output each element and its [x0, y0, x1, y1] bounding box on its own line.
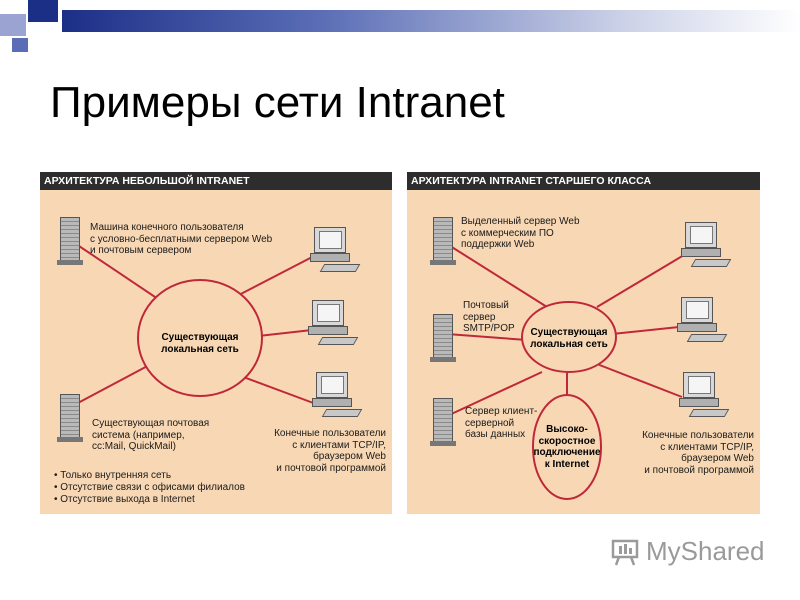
left-pc-icon-1 [308, 227, 361, 273]
link-bottom-server [75, 361, 156, 405]
left-hub-ellipse [137, 279, 263, 397]
left-network-lines [75, 243, 319, 405]
left-bottom-server-label: Существующая почтовая система (например,… [92, 418, 210, 452]
left-pc-icon-2 [306, 300, 359, 346]
bullet-item: • Отсутствие связи с офисами филиалов [54, 482, 245, 493]
logo-text: MyShared [646, 536, 765, 566]
internet-label: Высоко- скоростное подключение к Interne… [533, 424, 601, 470]
left-diagram-panel: АРХИТЕКТУРА НЕБОЛЬШОЙ INTRANET Существую… [40, 172, 392, 514]
title-bar-gradient [62, 10, 800, 32]
right-network-lines [446, 243, 690, 500]
link-pc-2 [611, 326, 680, 335]
left-web-server-icon [57, 217, 83, 265]
left-top-server-label: Машина конечного пользователя с условно-… [90, 222, 273, 256]
right-db-server-label: Сервер клиент- серверной базы данных [465, 406, 538, 440]
right-pc-icon-2 [675, 297, 728, 343]
left-users-label: Конечные пользователи с клиентами TCP/IP… [274, 428, 386, 474]
decor-square-small [12, 38, 28, 52]
right-mail-server-icon [430, 314, 456, 362]
right-pc-icon-3 [677, 372, 730, 418]
decor-square-light [0, 14, 26, 36]
link-pc-1 [234, 253, 319, 298]
link-mail-server [446, 333, 528, 341]
link-db-server [446, 371, 543, 417]
right-db-server-icon [430, 398, 456, 446]
decor-square-dark [28, 0, 58, 22]
right-panel-header: АРХИТЕКТУРА INTRANET СТАРШЕГО КЛАССА [407, 172, 760, 190]
right-web-server-label: Выделенный сервер Web с коммерческим ПО … [461, 216, 580, 250]
myshared-logo: MyShared [610, 536, 765, 567]
right-hub-ellipse [521, 301, 617, 373]
left-bullet-list: • Только внутренняя сеть • Отсутствие св… [54, 470, 245, 506]
link-web-server [446, 243, 548, 308]
internet-ellipse [532, 394, 602, 500]
link-top-server [75, 243, 171, 308]
right-users-label: Конечные пользователи с клиентами TCP/IP… [642, 430, 754, 476]
right-web-server-icon [430, 217, 456, 265]
link-pc-3 [596, 363, 683, 398]
bullet-item: • Отсутствие выхода в Internet [54, 494, 195, 505]
left-panel-header: АРХИТЕКТУРА НЕБОЛЬШОЙ INTRANET [40, 172, 392, 190]
slide-title: Примеры сети Intranet [50, 78, 505, 127]
right-diagram-panel: АРХИТЕКТУРА INTRANET СТАРШЕГО КЛАССА Сущ… [407, 172, 760, 514]
link-pc-3 [237, 374, 317, 405]
left-pc-icon-3 [310, 372, 363, 418]
right-hub-label: Существующая локальная сеть [530, 327, 608, 350]
link-pc-1 [596, 251, 690, 308]
left-mail-server-icon [57, 394, 83, 442]
left-hub-label: Существующая локальная сеть [161, 332, 239, 355]
logo-icon [610, 537, 640, 567]
right-pc-icon-1 [679, 222, 732, 268]
bullet-item: • Только внутренняя сеть [54, 470, 172, 481]
right-mail-server-label: Почтовый сервер SMTP/POP [463, 300, 515, 334]
